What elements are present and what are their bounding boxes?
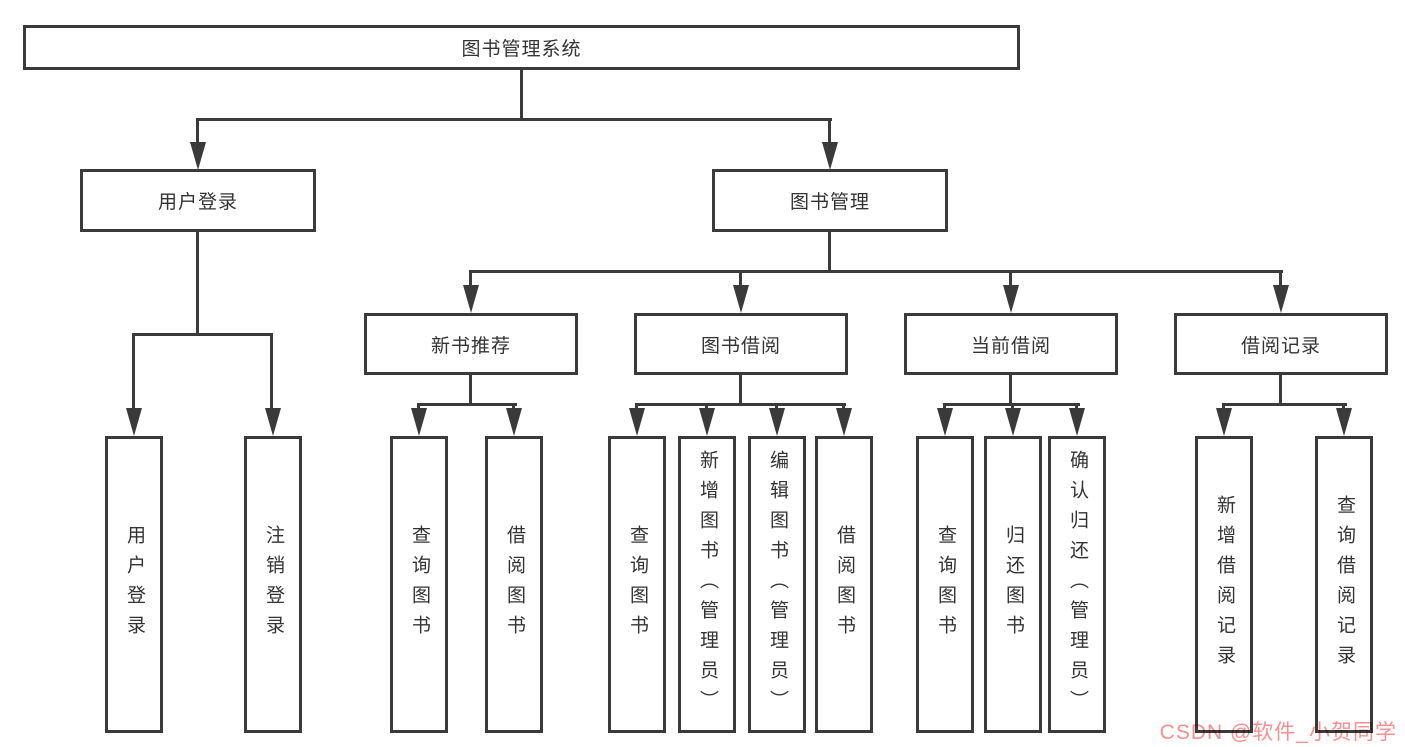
leaf-label: 新增图书（管理员） xyxy=(696,449,718,720)
arrow-down-icon xyxy=(126,408,142,436)
connector-line xyxy=(943,403,946,411)
connector-line xyxy=(132,333,273,336)
leaf-label: 查询图书 xyxy=(626,524,648,645)
leaf-label: 确认归还（管理员） xyxy=(1066,449,1088,720)
connector-line xyxy=(842,403,845,411)
connector-line xyxy=(705,403,708,411)
arrow-down-icon xyxy=(506,408,522,436)
node-new-book-recommend: 新书推荐 xyxy=(364,313,578,375)
connector-line xyxy=(417,403,517,406)
arrow-down-icon xyxy=(1003,285,1019,313)
connector-line xyxy=(1222,403,1347,406)
connector-line xyxy=(775,403,778,411)
arrow-down-icon xyxy=(463,285,479,313)
node-borrowing-records: 借阅记录 xyxy=(1174,313,1388,375)
arrow-down-icon xyxy=(190,142,206,170)
connector-line xyxy=(270,333,273,413)
arrow-down-icon xyxy=(629,408,645,436)
connector-line xyxy=(635,403,638,411)
connector-line xyxy=(635,403,846,406)
arrow-down-icon xyxy=(1005,408,1021,436)
csdn-watermark: CSDN @软件_小贺同学 xyxy=(1159,721,1397,744)
connector-line xyxy=(1279,270,1282,288)
leaf-label: 查询借阅记录 xyxy=(1333,494,1355,675)
connector-line xyxy=(1279,375,1282,405)
arrow-down-icon xyxy=(822,142,838,170)
arrow-down-icon xyxy=(1336,408,1352,436)
leaf-label: 借阅图书 xyxy=(503,524,525,645)
connector-line xyxy=(1075,403,1078,411)
leaf-label: 用户登录 xyxy=(123,524,145,645)
connector-line xyxy=(1011,403,1014,411)
arrow-down-icon xyxy=(1216,408,1232,436)
node-current-borrowing: 当前借阅 xyxy=(904,313,1118,375)
connector-line xyxy=(512,403,515,411)
leaf-add-borrow-record: 新增借阅记录 xyxy=(1195,436,1253,733)
arrow-down-icon xyxy=(937,408,953,436)
connector-line xyxy=(1222,403,1225,411)
connector-line xyxy=(828,118,831,146)
arrow-down-icon xyxy=(265,408,281,436)
leaf-user-login: 用户登录 xyxy=(105,436,163,733)
connector-line xyxy=(469,375,472,405)
connector-line xyxy=(739,270,742,288)
leaf-query-book-current: 查询图书 xyxy=(916,436,974,733)
leaf-confirm-return-admin: 确认归还（管理员） xyxy=(1048,436,1106,733)
leaf-label: 查询图书 xyxy=(408,524,430,645)
leaf-add-book-admin: 新增图书（管理员） xyxy=(678,436,736,733)
leaf-borrow-book: 借阅图书 xyxy=(815,436,873,733)
leaf-label: 归还图书 xyxy=(1002,524,1024,645)
leaf-query-book-recommend: 查询图书 xyxy=(390,436,448,733)
leaf-borrow-book-recommend: 借阅图书 xyxy=(485,436,543,733)
connector-line xyxy=(828,232,831,273)
leaf-edit-book-admin: 编辑图书（管理员） xyxy=(748,436,806,733)
connector-line xyxy=(520,68,523,120)
node-user-login: 用户登录 xyxy=(80,169,316,232)
arrow-down-icon xyxy=(411,408,427,436)
connector-line xyxy=(132,333,135,413)
connector-line xyxy=(1342,403,1345,411)
arrow-down-icon xyxy=(1069,408,1085,436)
arrow-down-icon xyxy=(733,285,749,313)
leaf-query-book-borrow: 查询图书 xyxy=(608,436,666,733)
leaf-label: 借阅图书 xyxy=(833,524,855,645)
connector-line xyxy=(469,270,472,288)
leaf-label: 新增借阅记录 xyxy=(1213,494,1235,675)
leaf-logout: 注销登录 xyxy=(244,436,302,733)
connector-line xyxy=(469,270,1283,273)
arrow-down-icon xyxy=(1273,285,1289,313)
leaf-label: 编辑图书（管理员） xyxy=(766,449,788,720)
arrow-down-icon xyxy=(699,408,715,436)
arrow-down-icon xyxy=(769,408,785,436)
node-book-management: 图书管理 xyxy=(712,169,948,232)
connector-line xyxy=(417,403,420,411)
connector-line xyxy=(1009,270,1012,288)
node-library-management-system: 图书管理系统 xyxy=(23,25,1020,70)
node-book-borrowing: 图书借阅 xyxy=(634,313,848,375)
connector-line xyxy=(196,232,199,336)
connector-line xyxy=(1009,375,1012,405)
leaf-label: 查询图书 xyxy=(934,524,956,645)
leaf-query-borrow-record: 查询借阅记录 xyxy=(1315,436,1373,733)
leaf-label: 注销登录 xyxy=(262,524,284,645)
connector-line xyxy=(739,375,742,405)
leaf-return-book: 归还图书 xyxy=(984,436,1042,733)
connector-line xyxy=(196,118,199,146)
connector-line xyxy=(196,118,832,121)
arrow-down-icon xyxy=(836,408,852,436)
